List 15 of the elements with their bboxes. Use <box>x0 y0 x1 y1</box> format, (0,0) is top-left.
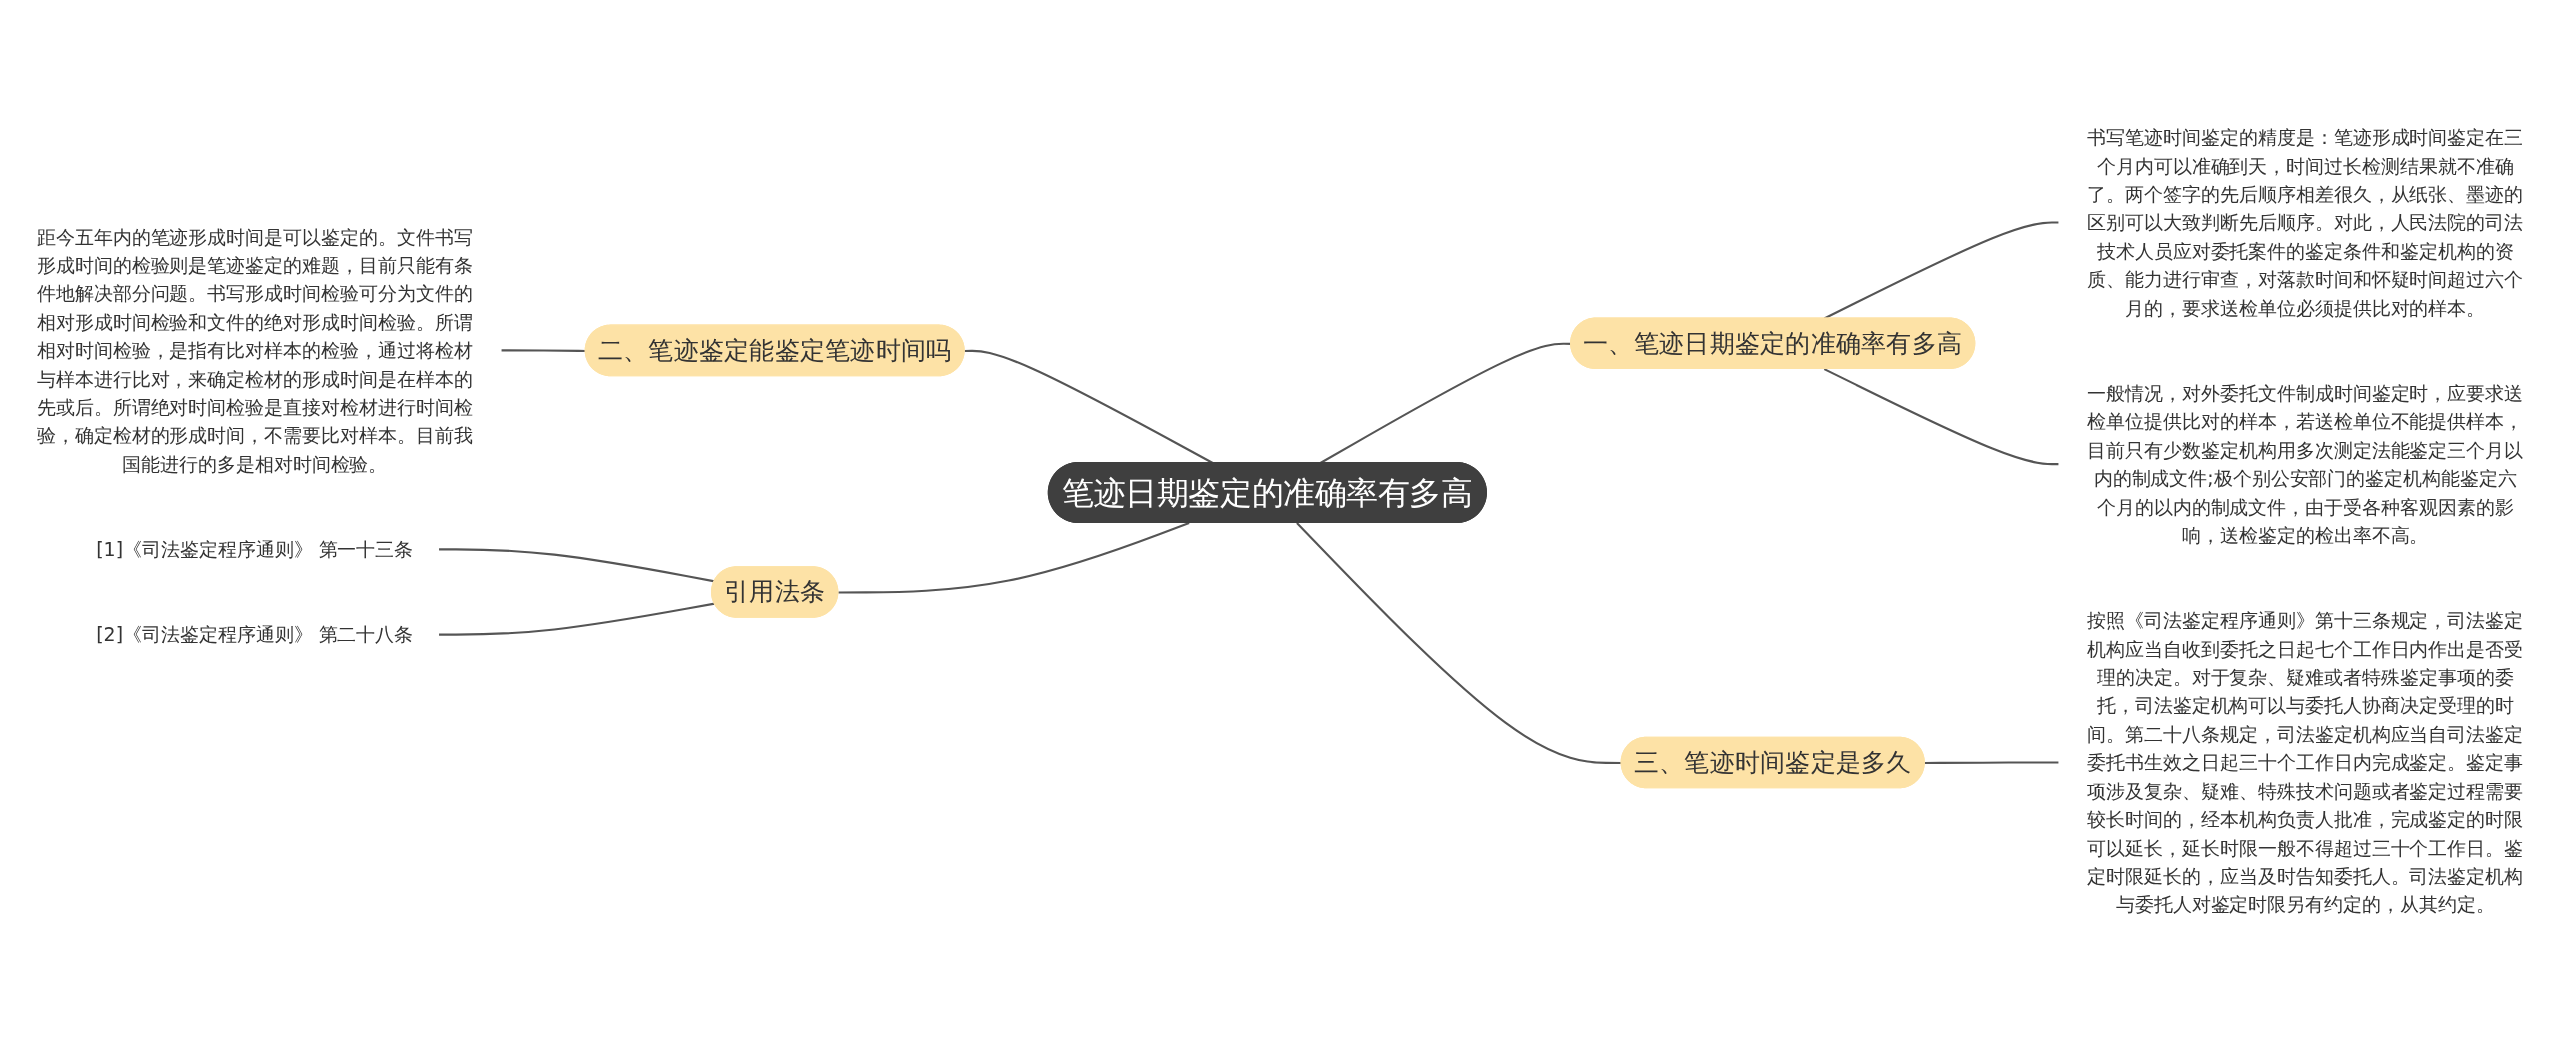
node-text: [2]《司法鉴定程序通则》 第二十八条 <box>96 623 414 646</box>
connector <box>501 348 586 352</box>
connector <box>1319 342 1572 464</box>
node-text: 一般情况，对外委托文件制成时间鉴定时，应要求送检单位提供比对的样本，若送检单位不能提供样本，目前只有少数鉴定机构用多次测定法能鉴定三个月以内的制成文件;极个别公安部门的鉴定机构能鉴定六个月的以内的制成文件，由于受各种客观因素的影响，送检鉴定的检出率不高。 <box>2087 381 2524 546</box>
node-text: 距今五年内的笔迹形成时间是可以鉴定的。文件书写形成时间的检验则是笔迹鉴定的难题，目前只能有条件地解决部分问题。书写形成时间检验可分为文件的相对形成时间检验和文件的绝对形成时间检验。所谓相对时间检验，是指有比对样本的检验，通过将检材与样本进行比对，来确定检材的形成时间是在样本的先或后。所谓绝对时间检验是直接对检材进行时间检验，确定检材的形成时间，不需要比对样本。目前我国能进行的多是相对时间检验。 <box>36 225 473 475</box>
connector <box>1296 521 1622 764</box>
connector <box>838 521 1190 594</box>
connector <box>438 602 715 636</box>
node-text: 书写笔迹时间鉴定的精度是：笔迹形成时间鉴定在三个月内可以准确到天，时间过长检测结果就不准确了。两个签字的先后顺序相差很久，从纸张、墨迹的区别可以大致判断先后顺序。对此，人民法院的司法技术人员应对委托案件的鉴定条件和鉴定机构的资质、能力进行审查，对落款时间和怀疑时间超过六个月的，要求送检单位必须提供比对的样本。 <box>2087 125 2524 319</box>
node-text: [1]《司法鉴定程序通则》 第一十三条 <box>96 537 414 560</box>
connector <box>964 349 1214 464</box>
node-text: 按照《司法鉴定程序通则》第十三条规定，司法鉴定机构应当自收到委托之日起七个工作日内作出是否受理的决定。对于复杂、疑难或者特殊鉴定事项的委托，司法鉴定机构可以与委托人协商决定受理的时间。第二十八条规定，司法鉴定机构应当自司法鉴定委托书生效之日起三十个工作日内完成鉴定。鉴定事项涉及复杂、疑难、特殊技术问题或者鉴定过程需要较长时间的，经本机构负责人批准，完成鉴定的时限可以延长，延长时限一般不得超过三十个工作日。鉴定时限延长的，应当及时告知委托人。司法鉴定机构与委托人对鉴定时限另有约定的，从其约定。 <box>2087 608 2524 916</box>
connector <box>1823 367 2059 465</box>
connector <box>1924 761 2059 764</box>
connector <box>438 547 715 582</box>
